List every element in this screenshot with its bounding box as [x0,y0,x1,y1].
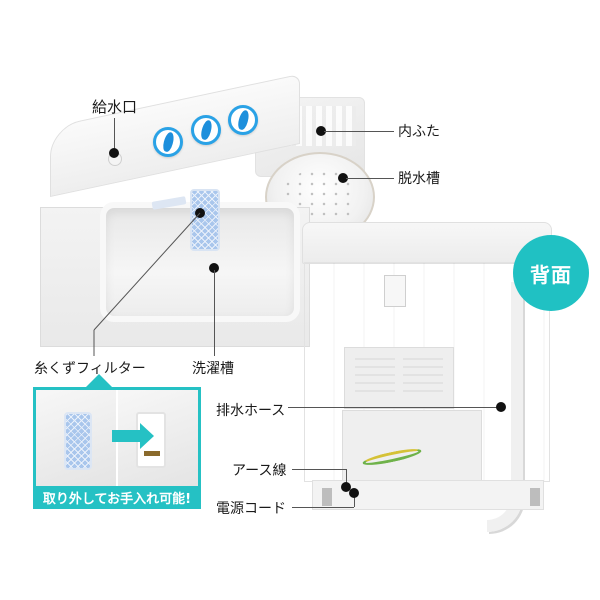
leader-line [346,178,394,179]
marker-dot [209,263,219,273]
filter-attached-photo [36,390,116,486]
label-water-inlet: 給水口 [92,98,138,116]
marker-dot [496,402,506,412]
rating-label [384,275,406,307]
arrow-right-icon [112,423,154,449]
cord-storage [342,410,482,482]
foot [530,488,540,506]
leader-line [354,495,355,507]
leader-line [292,469,346,470]
leader-line [346,469,347,484]
label-ground-wire: アース線 [232,463,287,479]
inset-caption: 取り外してお手入れ可能! [42,492,192,507]
foot [322,488,332,506]
marker-dot [349,488,359,498]
leader-line [324,131,394,132]
lint-filter [190,189,220,251]
marker-dot [341,482,351,492]
marker-dot [316,126,326,136]
spin-timer-knob [228,105,258,135]
leader-line [114,118,115,150]
label-wash-tub: 洗濯槽 [192,361,234,377]
back-view-badge: 背面 [513,235,589,311]
vent-panel [344,347,454,409]
label-inner-lid: 内ふた [398,124,440,140]
lint-filter [64,412,92,470]
leader-line [292,507,354,508]
marker-dot [338,173,348,183]
back-top-cover [302,222,552,264]
rinse-timer-knob [191,115,221,145]
label-spin-tub: 脱水槽 [398,171,440,187]
inset-pointer [85,374,113,388]
inset-photos [36,390,198,486]
wash-timer-knob [153,127,183,157]
label-power-cord: 電源コード [216,501,286,517]
leader-line [214,270,215,356]
label-lint-filter: 糸くずフィルター [34,361,146,377]
leader-line [288,407,498,408]
label-drain-hose: 排水ホース [216,403,286,419]
marker-dot [109,148,119,158]
marker-dot [195,208,205,218]
filter-removal-inset: 取り外してお手入れ可能! [33,387,201,509]
